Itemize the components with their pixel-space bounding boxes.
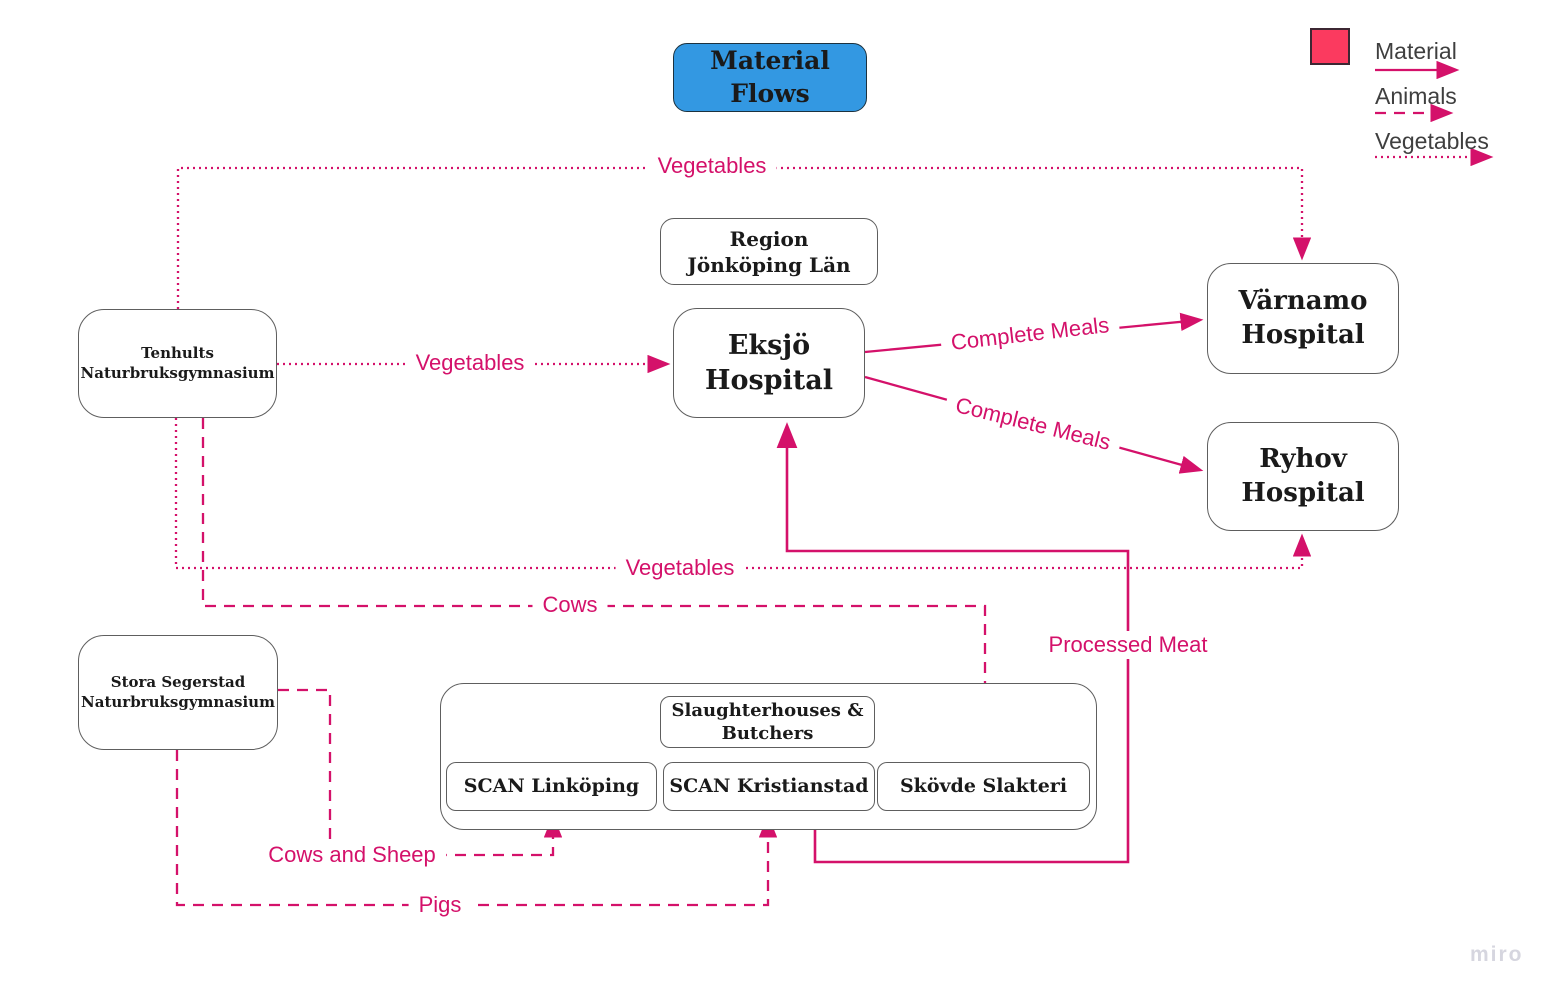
legend-color-swatch[interactable] <box>1310 28 1350 65</box>
flow-label-pigs[interactable]: Pigs <box>408 891 472 919</box>
node-eksjo-hospital[interactable]: Eksjö Hospital <box>673 308 865 418</box>
diagram-title[interactable]: Material Flows <box>673 43 867 112</box>
node-scan-kristianstad[interactable]: SCAN Kristianstad <box>663 762 875 811</box>
node-ryhov-hospital[interactable]: Ryhov Hospital <box>1207 422 1399 531</box>
flow-label-vegetables-bottom[interactable]: Vegetables <box>615 554 745 582</box>
flow-pigs-stora-scankristianstad-line[interactable] <box>175 750 778 907</box>
flow-label-processed-meat[interactable]: Processed Meat <box>1038 631 1218 659</box>
node-stora-segerstad-naturbruksgymnasium[interactable]: Stora Segerstad Naturbruksgymnasium <box>78 635 278 750</box>
flow-label-vegetables-middle[interactable]: Vegetables <box>405 349 535 377</box>
node-varnamo-hospital[interactable]: Värnamo Hospital <box>1207 263 1399 374</box>
miro-watermark: miro <box>1470 943 1524 966</box>
flow-processed-meat-scankristianstad-eksjo-line[interactable] <box>776 422 1130 864</box>
flow-label-vegetables-top[interactable]: Vegetables <box>647 152 777 180</box>
node-region-jonkoping-lan[interactable]: Region Jönköping Län <box>660 218 878 285</box>
node-skovde-slakteri[interactable]: Skövde Slakteri <box>877 762 1090 811</box>
legend-item-animals[interactable]: Animals <box>1375 83 1457 109</box>
flow-label-cows[interactable]: Cows <box>532 591 608 619</box>
flow-vegetables-tenhults-ryhov-line[interactable] <box>174 418 1312 570</box>
node-tenhults-naturbruksgymnasium[interactable]: Tenhults Naturbruksgymnasium <box>78 309 277 418</box>
node-slaughterhouses-butchers-label[interactable]: Slaughterhouses & Butchers <box>660 696 875 748</box>
flow-label-cows-and-sheep[interactable]: Cows and Sheep <box>258 841 446 869</box>
legend-item-material[interactable]: Material <box>1375 38 1457 64</box>
legend-item-vegetables[interactable]: Vegetables <box>1375 128 1489 154</box>
node-scan-linkoping[interactable]: SCAN Linköping <box>446 762 657 811</box>
